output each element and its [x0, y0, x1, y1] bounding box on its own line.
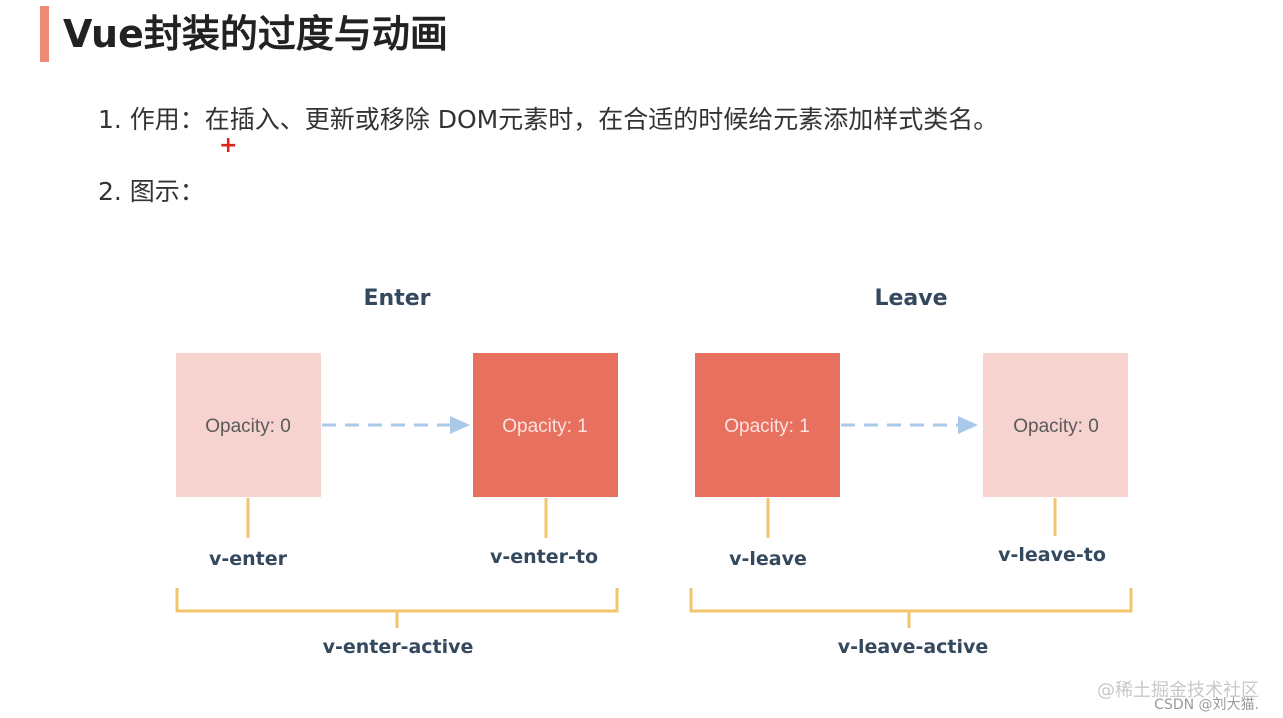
enter-from-box-label: Opacity: 0 [205, 416, 291, 437]
leave-heading: Leave [874, 286, 947, 311]
csdn-watermark: CSDN @刘大猫. [1154, 697, 1259, 713]
enter-to-box [473, 353, 618, 497]
leave-from-box [695, 353, 840, 497]
enter-arrowhead-icon [450, 416, 470, 434]
enter-to-box-label: Opacity: 1 [502, 416, 588, 437]
leave-to-class-label: v-leave-to [998, 544, 1106, 566]
leave-active-bracket [689, 588, 1133, 628]
enter-active-class-label: v-enter-active [323, 636, 474, 658]
title-accent-bar [40, 6, 49, 62]
leave-to-box-label: Opacity: 0 [1013, 416, 1099, 437]
leave-from-class-label: v-leave [729, 548, 807, 570]
enter-from-class-label: v-enter [209, 548, 288, 570]
juejin-watermark: @稀土掘金技术社区 [1097, 680, 1259, 701]
enter-to-class-label: v-enter-to [490, 546, 598, 568]
leave-active-class-label: v-leave-active [838, 636, 989, 658]
leave-arrowhead-icon [958, 416, 978, 434]
enter-heading: Enter [364, 286, 431, 311]
leave-from-box-label: Opacity: 1 [724, 416, 810, 437]
leave-to-box [983, 353, 1128, 497]
list-item-illustration: 2. 图示： [98, 177, 205, 206]
page-title: Vue封装的过度与动画 [63, 12, 448, 56]
list-item-purpose: 1. 作用：在插入、更新或移除 DOM元素时，在合适的时候给元素添加样式类名。 [98, 105, 999, 134]
enter-from-box [176, 353, 321, 497]
cursor-crosshair-icon: + [219, 133, 238, 158]
enter-active-bracket [175, 588, 619, 628]
